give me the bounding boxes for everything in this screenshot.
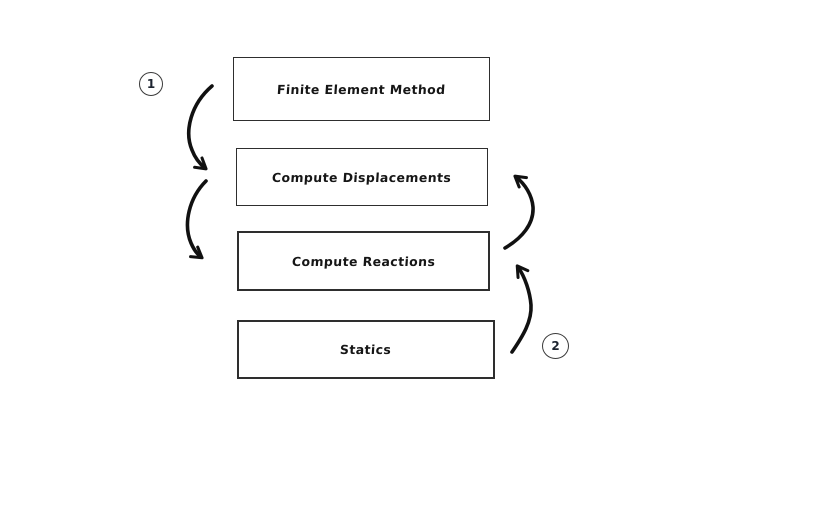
box-label-statics: Statics bbox=[339, 342, 393, 357]
flowchart-box-compute-displacements: Compute Displacements bbox=[236, 148, 488, 206]
step-marker-1-label: 1 bbox=[146, 77, 156, 91]
arrow-down-fem-to-displacements-icon bbox=[187, 84, 214, 171]
arrow-up-reactions-to-displacements-icon bbox=[503, 174, 535, 250]
step-marker-2-label: 2 bbox=[551, 339, 560, 353]
flowchart-box-statics: Statics bbox=[237, 320, 495, 379]
step-marker-1: 1 bbox=[139, 72, 163, 96]
step-marker-2: 2 bbox=[542, 333, 569, 359]
box-label-compute-reactions: Compute Reactions bbox=[291, 253, 436, 269]
box-label-finite-element-method: Finite Element Method bbox=[276, 81, 447, 97]
box-label-compute-displacements: Compute Displacements bbox=[271, 169, 453, 185]
flowchart-box-compute-reactions: Compute Reactions bbox=[237, 231, 490, 291]
arrow-down-displacements-to-reactions-icon bbox=[185, 179, 208, 260]
flowchart-box-finite-element-method: Finite Element Method bbox=[233, 57, 490, 121]
arrow-up-statics-to-reactions-icon bbox=[510, 264, 533, 354]
